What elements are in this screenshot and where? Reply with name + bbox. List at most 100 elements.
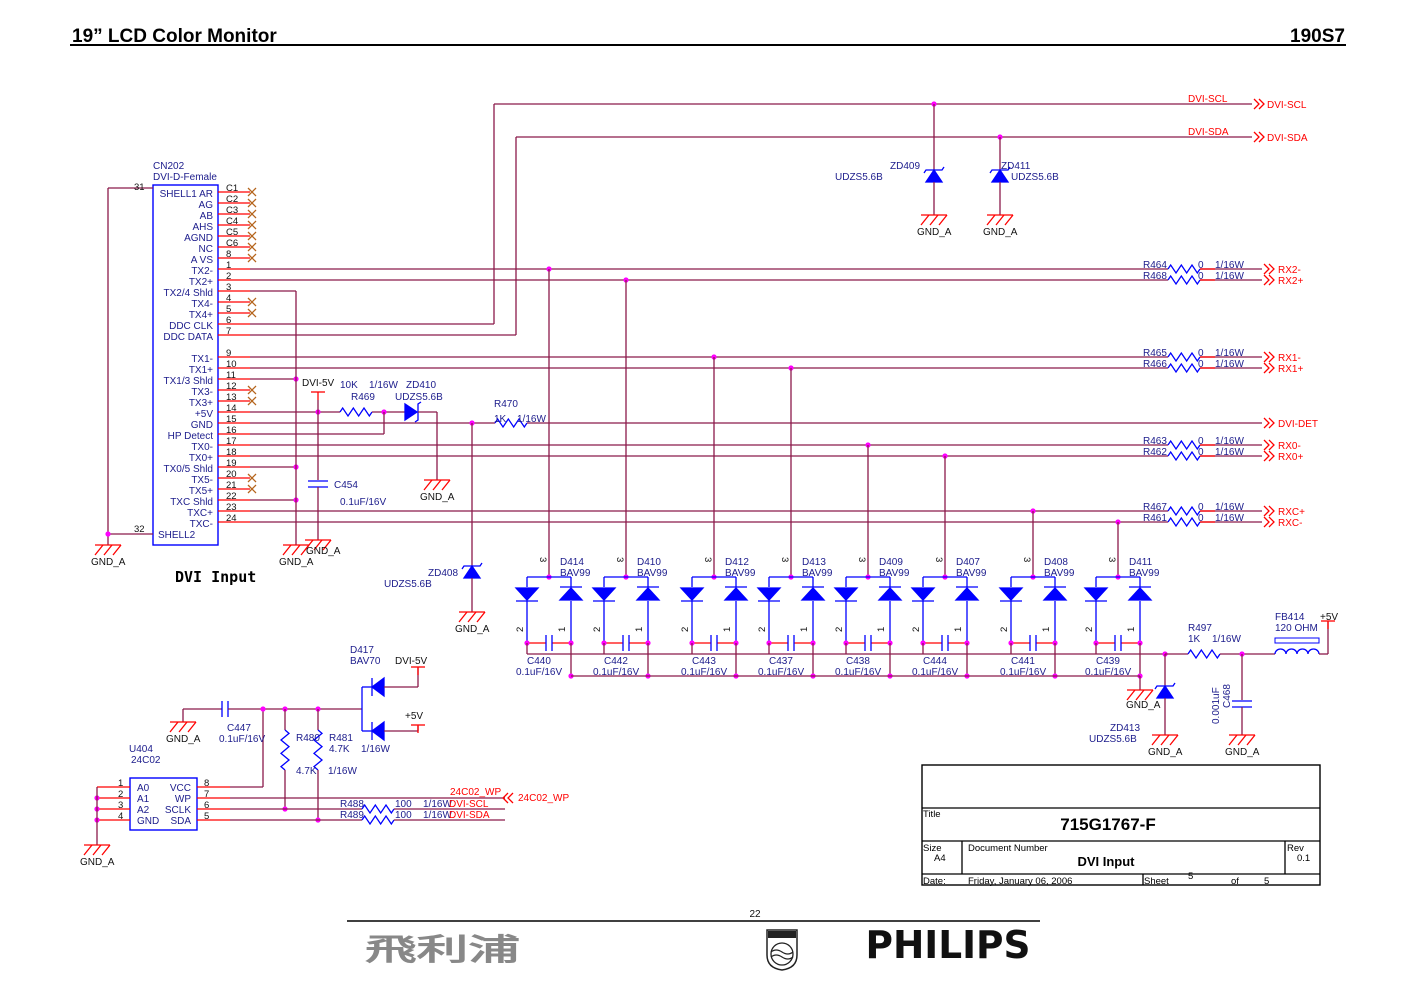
- diode-pin-number: 3: [702, 557, 713, 562]
- rx-resistor-ref: R461: [1143, 513, 1167, 524]
- capacitor-value: 0.1uF/16V: [1085, 667, 1131, 678]
- sheet-total: 5: [1264, 876, 1269, 887]
- connector-pin-name: TX4+: [189, 310, 213, 321]
- rx-resistor-ref: R467: [1143, 502, 1167, 513]
- ground-label: GND_A: [279, 557, 314, 568]
- connector-pin-name: TX2/4 Shld: [164, 288, 213, 299]
- offpage-connector-icon: [1263, 417, 1275, 429]
- eeprom-pin-number: 1: [118, 778, 123, 789]
- ground-symbol: [938, 214, 948, 226]
- rx-resistor-ref: R464: [1143, 260, 1167, 271]
- rx-resistor-value: 0: [1198, 513, 1204, 524]
- capacitor-value: 0.1uF/16V: [1000, 667, 1046, 678]
- rx-resistor-rating: 1/16W: [1215, 260, 1244, 271]
- ground-symbol: [112, 544, 122, 556]
- ground-symbol: [103, 544, 113, 556]
- eeprom-ref: U404: [129, 744, 153, 755]
- r469-resistor: [339, 406, 373, 418]
- r480-value: 4.7K: [296, 766, 317, 777]
- bav99-diode-symbol: [1127, 587, 1153, 601]
- rx-resistor-value: 0: [1198, 502, 1204, 513]
- r480-ref: R480: [296, 733, 320, 744]
- power-label-dvi-5v: DVI-5V: [395, 656, 428, 667]
- no-connect-icon: [247, 308, 257, 318]
- connector-pin-number: C5: [226, 227, 238, 238]
- connector-pin-name: TX0/5 Shld: [164, 464, 213, 475]
- eeprom-pin-name: VCC: [170, 783, 191, 794]
- diode-part: BAV99: [1044, 568, 1075, 579]
- connector-pin-name: A VS: [191, 255, 214, 266]
- ground-label: GND_A: [166, 734, 201, 745]
- bav99-diode-symbol: [910, 587, 936, 601]
- r489-value: 100: [395, 810, 412, 821]
- diode-pin-number: 2: [757, 627, 768, 632]
- zener-part: UDZS5.6B: [1011, 172, 1059, 183]
- ground-symbol: [83, 844, 93, 856]
- connector-pin-name: TXC Shld: [170, 497, 213, 508]
- ground-symbol: [1135, 689, 1145, 701]
- no-connect-icon: [247, 220, 257, 230]
- eeprom-pin-name: GND: [137, 816, 159, 827]
- diode-pin-number: 3: [1106, 557, 1117, 562]
- diode-pin-number: 2: [592, 627, 603, 632]
- connector-pin-number: 11: [226, 370, 236, 381]
- rx-resistor-value: 0: [1198, 260, 1204, 271]
- zener-ref: ZD411: [1001, 161, 1031, 172]
- r481-resistor: [312, 729, 324, 771]
- net-label: DVI-SCL: [1188, 94, 1228, 105]
- shield-band: [768, 931, 796, 938]
- connector-pin-name: TX1/3 Shld: [164, 376, 213, 387]
- ground-symbol: [423, 479, 433, 491]
- r480-resistor: [279, 729, 291, 771]
- title-label: Title: [923, 809, 941, 820]
- diode-pin-number: 1: [634, 627, 645, 632]
- ground-symbol: [1151, 734, 1161, 746]
- connector-pin-name: AG: [199, 200, 214, 211]
- connector-pin-name: TX5-: [191, 475, 213, 486]
- capacitor-ref: C442: [604, 656, 628, 667]
- eeprom-pin-number: 2: [118, 789, 123, 800]
- ground-symbol: [1228, 734, 1238, 746]
- r469-rating: 1/16W: [369, 380, 398, 391]
- capacitor-ref: C441: [1011, 656, 1035, 667]
- connector-pin-number: 4: [226, 293, 231, 304]
- ground-symbol: [322, 539, 332, 551]
- sheet-label: Sheet: [1144, 876, 1169, 887]
- connector-pin-name: TX3+: [189, 398, 213, 409]
- offpage-connector-icon: [1263, 274, 1275, 286]
- eeprom-pin-number: 7: [204, 789, 209, 800]
- shell-pin-number: 32: [134, 524, 145, 535]
- connector-pin-number: 15: [226, 414, 237, 425]
- connector-pin-name: SHELL2: [158, 530, 196, 541]
- diode-pin-number: 3: [779, 557, 790, 562]
- capacitor-ref: C437: [769, 656, 793, 667]
- diode-pin-number: 2: [515, 627, 526, 632]
- capacitor-value: 0.1uF/16V: [593, 667, 639, 678]
- bav99-diode-symbol: [998, 587, 1024, 601]
- connector-pin-number: 12: [226, 381, 237, 392]
- diode-ref: D408: [1044, 557, 1068, 568]
- no-connect-icon: [247, 253, 257, 263]
- capacitor-ref: C443: [692, 656, 716, 667]
- zd408-zener-symbol: [461, 562, 483, 570]
- rx-resistor-rating: 1/16W: [1215, 348, 1244, 359]
- bav99-diode-symbol: [954, 587, 980, 601]
- ground-symbol: [432, 479, 442, 491]
- diode-part: BAV99: [956, 568, 987, 579]
- shield-waves: [770, 949, 794, 960]
- sheet-number: 5: [1188, 871, 1193, 882]
- eeprom-pin-number: 4: [118, 811, 123, 822]
- offpage-label-dvi-sda: DVI-SDA: [1267, 133, 1308, 144]
- r470-ref: R470: [494, 399, 518, 410]
- rx-resistor: [1167, 450, 1201, 462]
- bav99-diode-symbol: [833, 587, 859, 601]
- connector-pin-number: 13: [226, 392, 237, 403]
- diode-pin-number: 1: [953, 627, 964, 632]
- zd413-zener-symbol: [1154, 682, 1176, 690]
- power-label-5v: +5V: [405, 711, 423, 722]
- no-connect-icon: [247, 209, 257, 219]
- net-label: DVI-SDA: [1188, 127, 1229, 138]
- ground-symbol: [1246, 734, 1256, 746]
- r488-value: 100: [395, 799, 412, 810]
- connector-pin-name: TX4-: [191, 299, 213, 310]
